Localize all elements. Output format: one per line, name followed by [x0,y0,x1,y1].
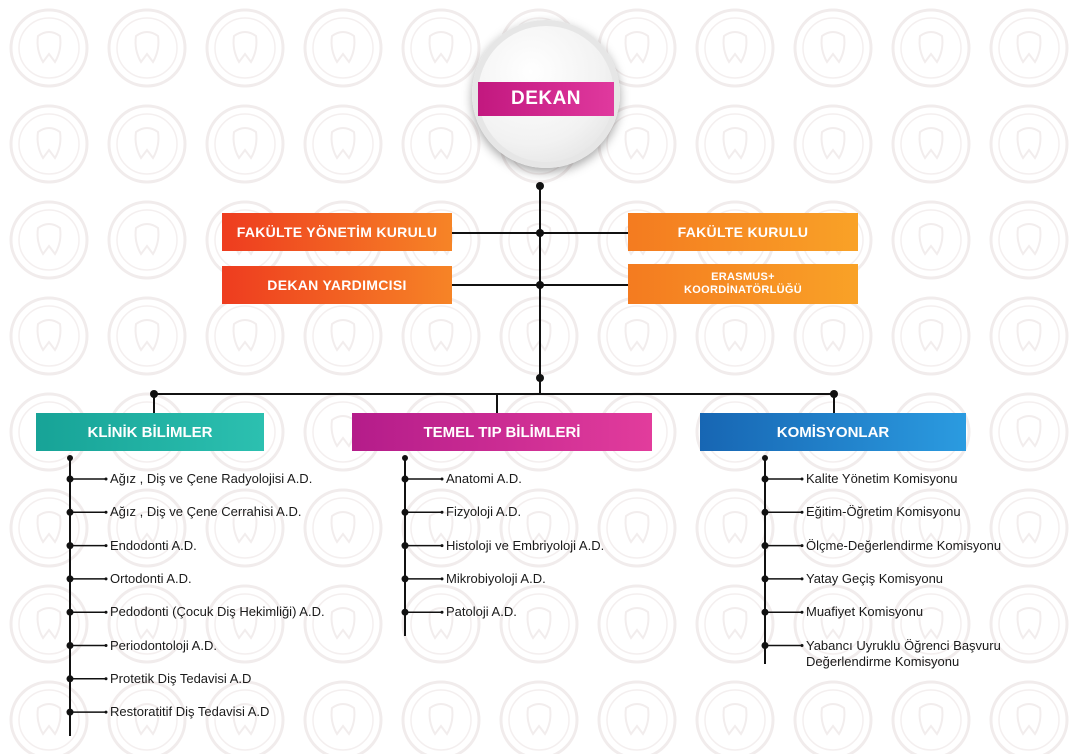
temel-branch-tip [440,544,444,548]
dekan-label: DEKAN [478,82,614,116]
klinik-list-item: Ağız , Diş ve Çene Radyolojisi A.D. [110,471,313,486]
temel-branch-tip [440,477,444,481]
temel-tip-bilimleri-header: TEMEL TIP BİLİMLERİ [352,413,652,451]
komisyon-branch-tip [800,577,804,581]
komisyon-branch-tip [800,544,804,548]
komisyon-list-item: Eğitim-Öğretim Komisyonu [806,504,961,520]
dekan-circle: DEKAN [472,20,620,168]
komisyon-list-item: Yatay Geçiş Komisyonu [806,570,944,586]
temel-branch-tip [440,610,444,614]
temel-list-item: Fizyoloji A.D. [446,504,522,520]
komisyon-list-item: Ölçme-Değerlendirme Komisyonu [806,537,1002,553]
fakulte-yonetim-kurulu-box: FAKÜLTE YÖNETİM KURULU [222,213,452,251]
komisyon-list-item: Yabancı Uyruklu Öğrenci Başvuru Değerlen… [806,637,1001,669]
komisyonlar-header: KOMİSYONLAR [700,413,966,451]
erasmus-koordinatorlugu-box: ERASMUS+ KOORDİNATÖRLÜĞÜ [628,264,858,304]
dekan-yardimcisi-box: DEKAN YARDIMCISI [222,266,452,304]
komisyon-branch-tip [800,477,804,481]
komisyon-branch-tip [800,510,804,514]
temel-branch-tip [440,510,444,514]
klinik-list-item: Restoratitif Diş Tedavisi A.D [110,704,270,720]
klinik-list-item: Endodonti A.D. [110,537,197,553]
klinik-branch-tip [104,677,108,681]
temel-list-item: Mikrobiyoloji A.D. [446,570,546,586]
komisyon-branch-tip [800,644,804,647]
klinik-branch-tip [104,610,108,614]
klinik-branch-tip [104,477,108,481]
temel-list-item: Patoloji A.D. [446,604,517,620]
klinik-branch-tip [104,644,108,647]
temel-list-item: Anatomi A.D. [446,471,522,486]
klinik-list-item: Pedodonti (Çocuk Diş Hekimliği) A.D. [110,604,325,620]
komisyon-branch-tip [800,610,804,614]
klinik-branch-tip [104,577,108,581]
komisyon-list-item: Muafiyet Komisyonu [806,604,924,620]
klinik-list-item: Periodontoloji A.D. [110,637,217,653]
fakulte-kurulu-box: FAKÜLTE KURULU [628,213,858,251]
klinik-list-item: Protetik Diş Tedavisi A.D [110,670,252,686]
klinik-bilimler-header: KLİNİK BİLİMLER [36,413,264,451]
klinik-list-item: Ağız , Diş ve Çene Cerrahisi A.D. [110,504,302,520]
klinik-branch-tip [104,710,108,714]
temel-list-item: Histoloji ve Embriyoloji A.D. [446,537,605,553]
klinik-branch-tip [104,544,108,548]
klinik-list-item: Ortodonti A.D. [110,570,192,586]
komisyon-list-item: Kalite Yönetim Komisyonu [806,471,958,486]
temel-branch-tip [440,577,444,581]
klinik-branch-tip [104,510,108,514]
